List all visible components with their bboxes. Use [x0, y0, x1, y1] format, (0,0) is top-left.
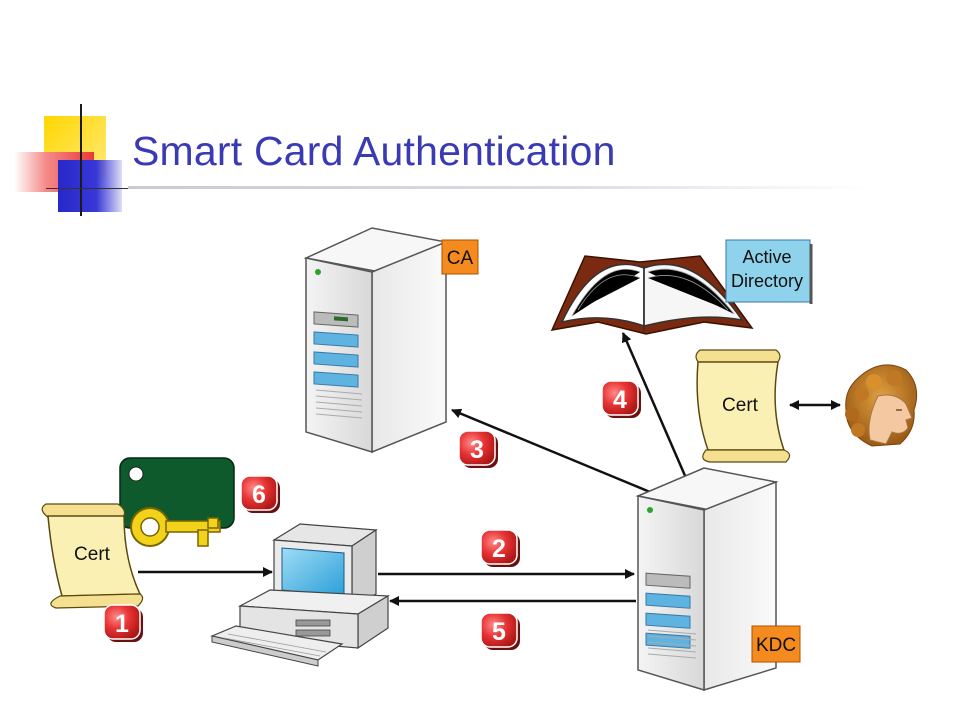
step-badge-6: 6	[240, 475, 280, 513]
cert-left-label: Cert	[74, 544, 111, 565]
cert-scroll-right-icon	[695, 349, 791, 463]
decor-vertical-line	[80, 104, 82, 216]
user-avatar-icon	[845, 364, 918, 447]
arrow-kdc-to-ca	[451, 408, 651, 494]
title-divider	[128, 186, 868, 189]
arrow-kdc-to-active-directory	[621, 332, 688, 479]
active-directory-label-line1: Active	[742, 247, 791, 267]
key-icon	[130, 507, 221, 547]
step-badge-2: 2	[480, 529, 520, 567]
ca-label: CA	[447, 248, 474, 269]
step-badge-3-label: 3	[470, 436, 484, 464]
decor-horizontal-line	[46, 188, 130, 189]
kdc-label: KDC	[756, 635, 796, 656]
cert-right-label: Cert	[722, 395, 759, 416]
ca-label-box	[441, 239, 479, 275]
step-badge-4-label: 4	[613, 386, 627, 414]
kdc-label-box	[751, 625, 801, 663]
step-badge-3: 3	[458, 430, 498, 468]
step-badge-1-label: 1	[115, 610, 129, 638]
step-badge-6-label: 6	[252, 481, 266, 509]
step-badge-2-label: 2	[492, 535, 506, 563]
active-directory-book-icon	[550, 255, 754, 335]
ca-server	[303, 227, 449, 454]
page-title: Smart Card Authentication	[132, 128, 616, 174]
step-badge-5: 5	[480, 612, 520, 650]
step-badge-1: 1	[103, 604, 143, 642]
step-badge-4: 4	[601, 380, 641, 418]
step-badge-5-label: 5	[492, 618, 506, 646]
decor-blue-block	[58, 160, 122, 212]
active-directory-label-line2: Directory	[731, 271, 803, 291]
workstation-computer-icon	[210, 523, 390, 667]
